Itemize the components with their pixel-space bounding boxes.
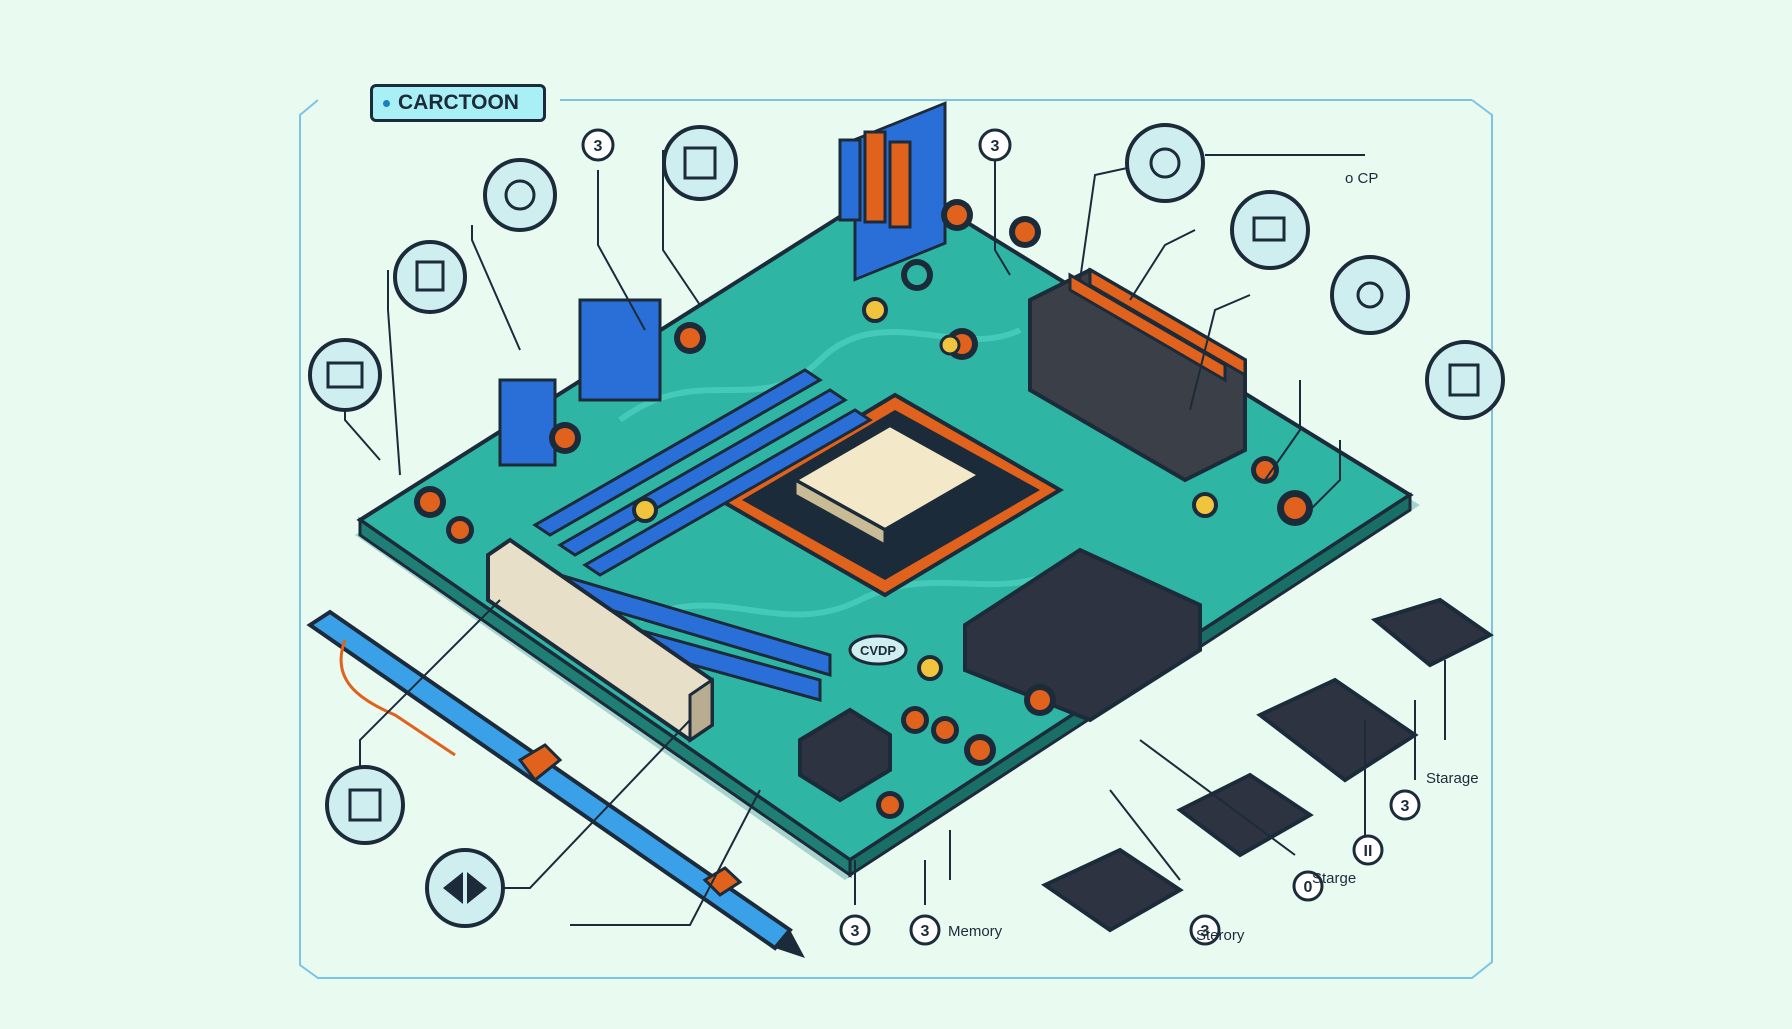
trace xyxy=(638,557,1082,623)
cpu-chip-side xyxy=(793,477,887,548)
callout-icons xyxy=(308,123,1505,928)
frame-border xyxy=(299,99,1493,979)
chip-label-badge xyxy=(848,634,908,666)
storage-label-2: Starge xyxy=(1312,870,1357,887)
storage-label-3: Sterory xyxy=(1196,927,1245,944)
tag-label: CARCTOON xyxy=(398,91,519,114)
callout-number: II xyxy=(1364,843,1373,860)
tag-dot xyxy=(383,99,390,107)
chip-icon xyxy=(662,125,738,201)
callout-number: 3 xyxy=(1201,923,1210,940)
callout-number: 3 xyxy=(921,923,930,940)
cartoon-tag: CARCTOON xyxy=(370,84,546,122)
settings-icon xyxy=(1330,255,1410,335)
fan-icon xyxy=(483,158,557,232)
voltage-regulators xyxy=(798,547,1202,803)
callout-number: 3 xyxy=(594,138,603,155)
mounting-holes xyxy=(632,297,1218,681)
callout-number: 3 xyxy=(851,923,860,940)
network-icon xyxy=(1230,190,1310,270)
gear-icon xyxy=(1125,123,1205,203)
heatsink-top xyxy=(838,130,912,229)
cpu-label: o CP xyxy=(1345,170,1379,187)
arrow-icon xyxy=(425,848,505,928)
callout-number: 0 xyxy=(1304,879,1313,896)
ic-chips xyxy=(1040,597,1494,933)
chip-label: CVDP xyxy=(860,643,896,658)
callout-number: 3 xyxy=(991,138,1000,155)
number-badges xyxy=(581,128,1421,946)
io-port-block xyxy=(486,537,714,743)
document-icon xyxy=(1425,340,1505,420)
callout-number: 3 xyxy=(1401,798,1410,815)
monitor-icon xyxy=(308,338,382,412)
memory-label: Memory xyxy=(948,923,1003,940)
processor-icon xyxy=(325,765,405,845)
storage-label: Starage xyxy=(1426,770,1479,787)
display-icon xyxy=(393,240,467,314)
